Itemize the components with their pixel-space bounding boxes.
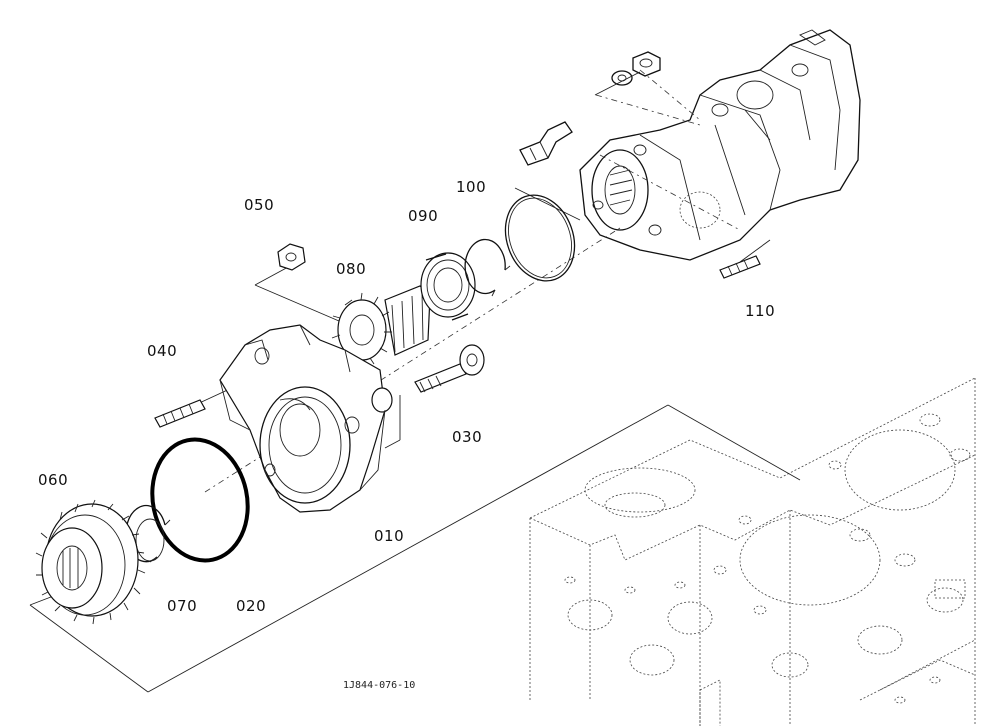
label-part-080[interactable]: 080	[336, 260, 367, 278]
pump-o-ring	[504, 194, 576, 282]
part-100-snap-ring[interactable]	[464, 238, 511, 297]
label-part-010[interactable]: 010	[374, 527, 405, 545]
part-050-nut[interactable]	[277, 243, 306, 271]
label-part-050[interactable]: 050	[244, 196, 275, 214]
part-040-stud[interactable]	[154, 399, 206, 428]
part-110-stud[interactable]	[719, 255, 761, 279]
part-090-bearing[interactable]	[420, 252, 476, 321]
pump-nut	[632, 51, 661, 77]
part-060-idle-gear[interactable]	[35, 499, 146, 625]
label-part-030[interactable]: 030	[452, 428, 483, 446]
label-part-040[interactable]: 040	[147, 342, 178, 360]
engine-block	[529, 377, 976, 726]
label-part-090[interactable]: 090	[408, 207, 439, 225]
pump-fitting	[519, 121, 573, 166]
label-part-110[interactable]: 110	[745, 302, 776, 320]
label-part-070[interactable]: 070	[167, 597, 198, 615]
drawing-code: 1J844-076-10	[343, 680, 416, 691]
part-010-gear-case[interactable]	[219, 324, 393, 513]
part-020-o-ring[interactable]	[141, 431, 258, 570]
label-part-100[interactable]: 100	[456, 178, 487, 196]
part-030-bolt[interactable]	[414, 344, 485, 393]
part-080-drive-gear[interactable]	[331, 285, 431, 366]
label-part-020[interactable]: 020	[236, 597, 267, 615]
hydraulic-pump	[519, 29, 861, 261]
label-part-060[interactable]: 060	[38, 471, 69, 489]
